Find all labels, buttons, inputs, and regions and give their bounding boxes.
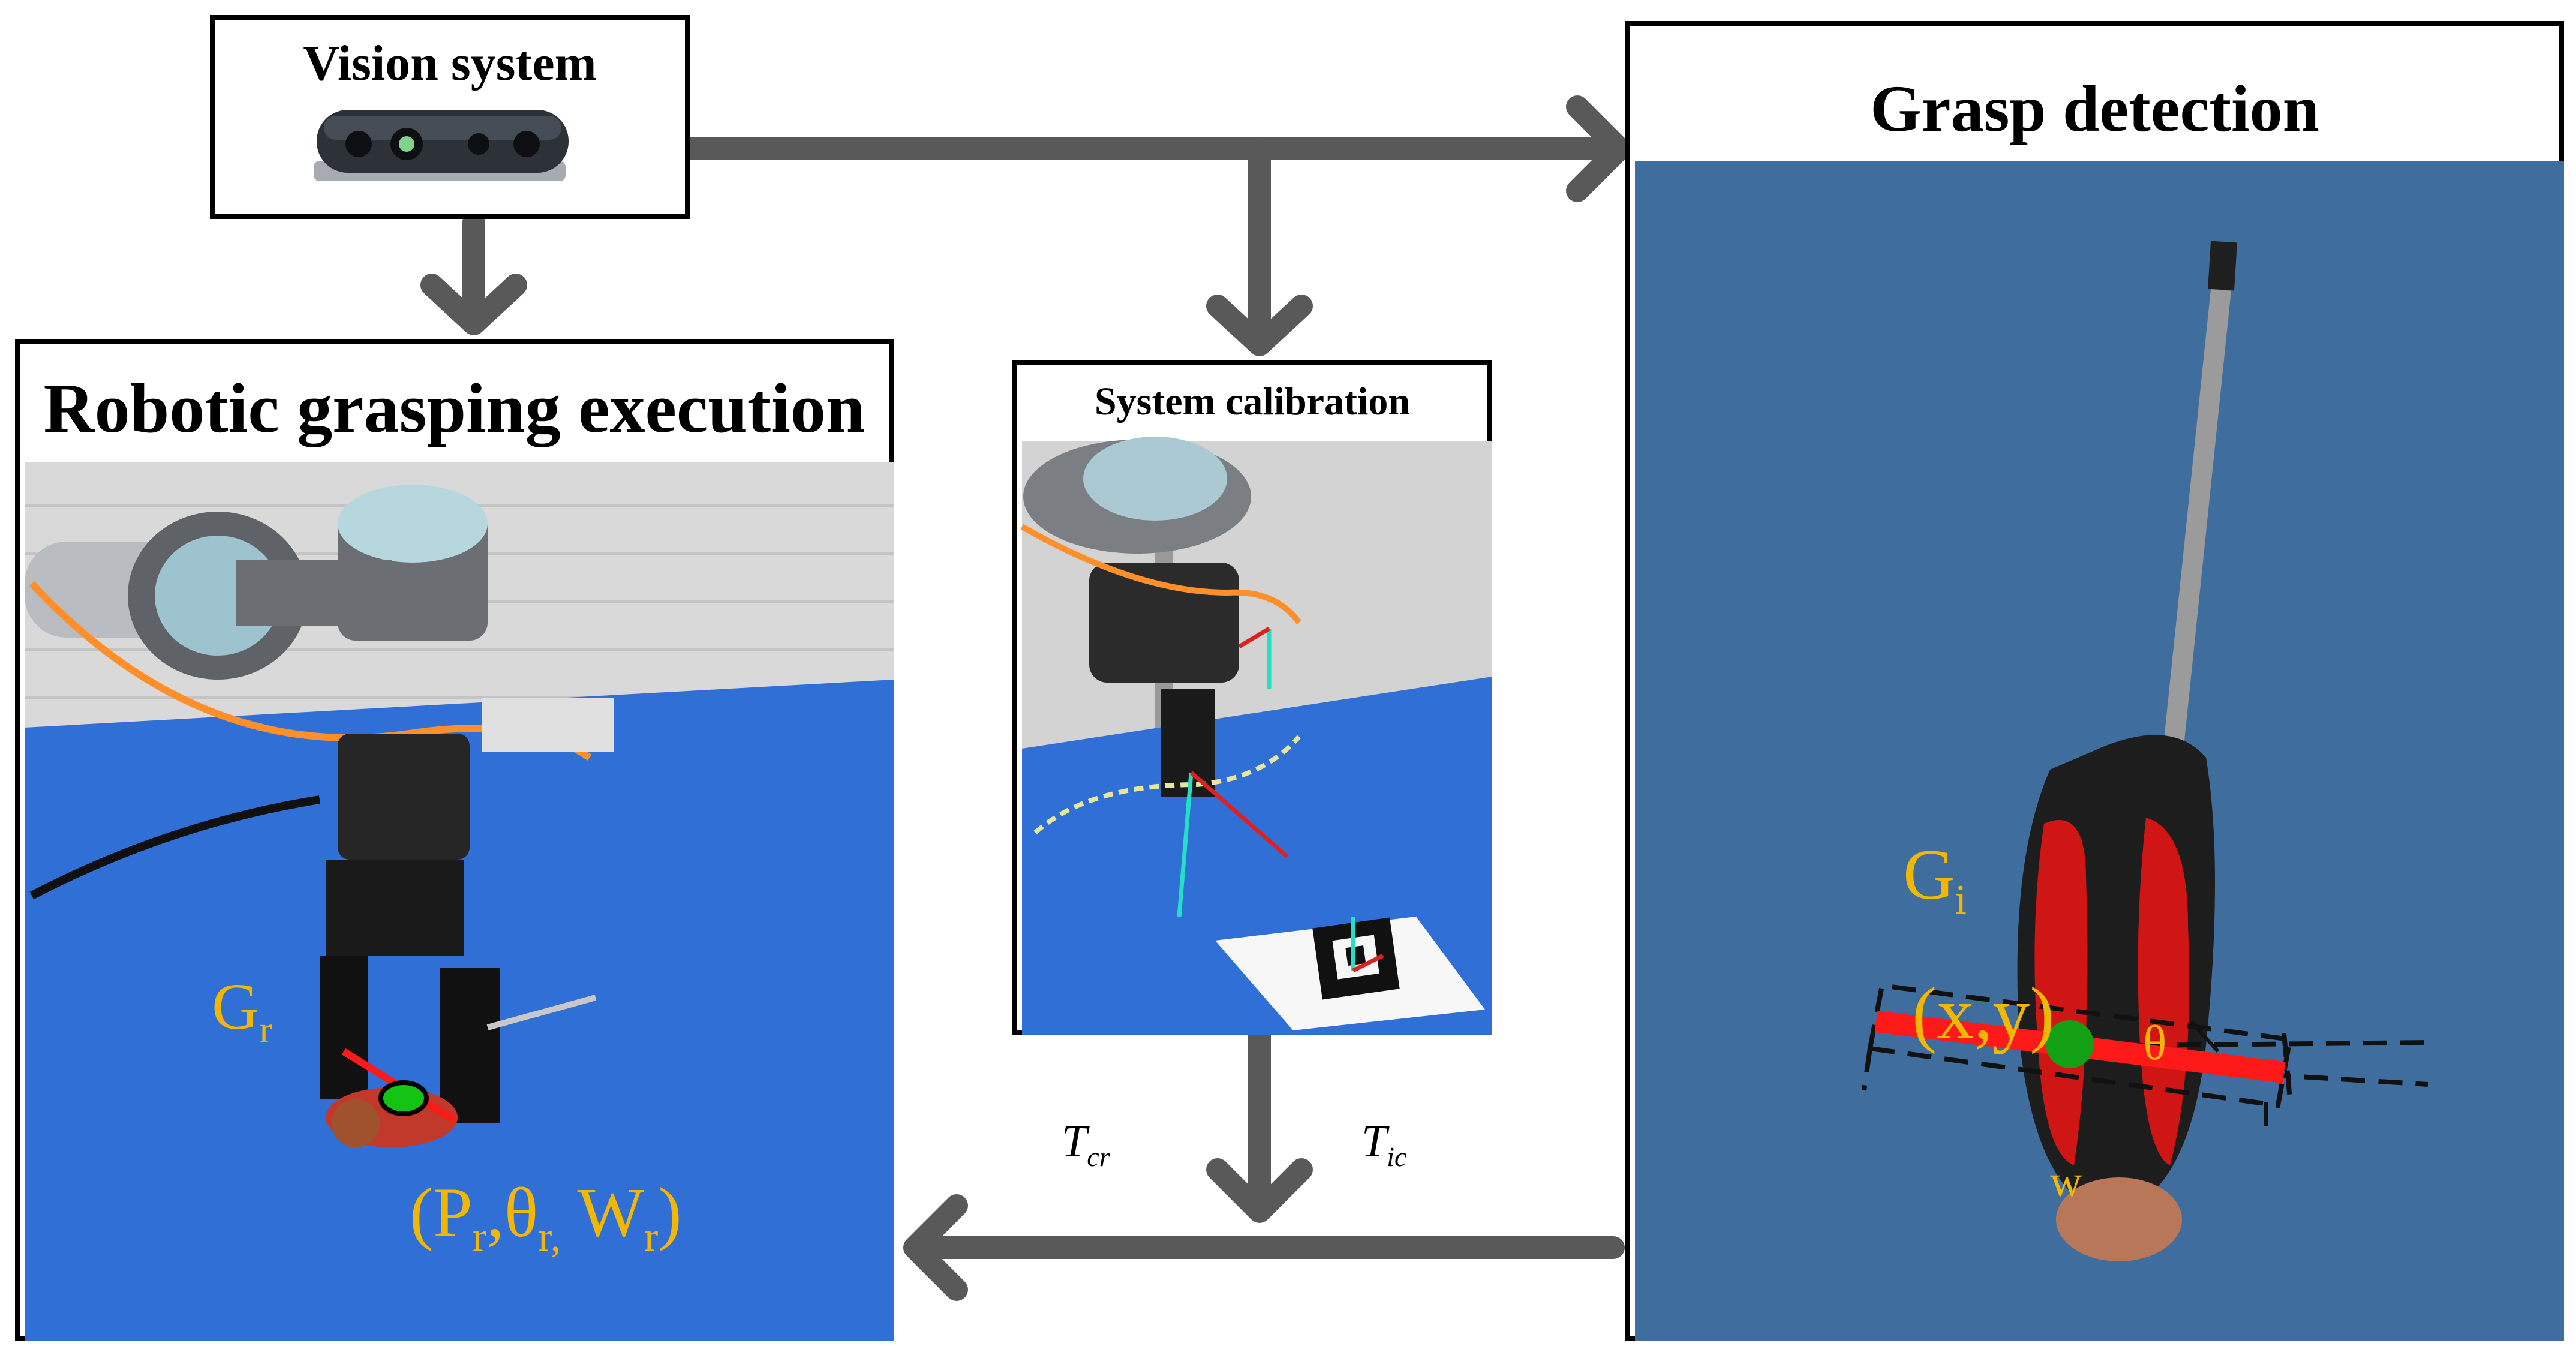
grasp-pose-label: (Pr,θr, Wr) xyxy=(410,1173,682,1261)
grasp-detection-box: Grasp detection Gi (x,y) θ w xyxy=(1625,21,2564,1341)
arrowhead-vision-to-calibration xyxy=(1206,295,1313,356)
grasp-center-i xyxy=(2046,1020,2094,1068)
grasp-position-label: (x,y) xyxy=(1912,972,2055,1054)
robot-arm-scene xyxy=(25,462,894,1341)
arrowhead-vision-to-detection xyxy=(1566,95,1631,202)
system-calibration-title: System calibration xyxy=(1094,380,1411,423)
arrowhead-detection-to-execution xyxy=(903,1194,968,1301)
detection-scene xyxy=(1635,161,2564,1341)
grasp-label-r: Gr xyxy=(212,970,272,1051)
transform-t-cr: Tcr xyxy=(1062,1116,1110,1173)
arrowhead-calibration-down xyxy=(1206,1158,1313,1223)
grasp-center-r xyxy=(378,1080,429,1116)
depth-camera-icon xyxy=(314,110,569,181)
robotic-execution-box: Robotic grasping execution xyxy=(15,339,894,1341)
system-calibration-box: System calibration xyxy=(1012,360,1492,1035)
vision-system-box: Vision system xyxy=(210,15,690,219)
arrowhead-vision-to-execution xyxy=(420,274,527,335)
vision-system-title: Vision system xyxy=(303,35,597,91)
grasp-angle-label: θ xyxy=(2143,1015,2167,1070)
transform-t-ic: Tic xyxy=(1361,1116,1407,1173)
grasp-detection-title: Grasp detection xyxy=(1870,72,2319,145)
grasp-width-label: w xyxy=(2050,1157,2082,1206)
robotic-execution-title: Robotic grasping execution xyxy=(43,369,865,447)
calibration-scene xyxy=(1020,437,1492,1035)
grasp-label-i: Gi xyxy=(1903,834,1967,923)
